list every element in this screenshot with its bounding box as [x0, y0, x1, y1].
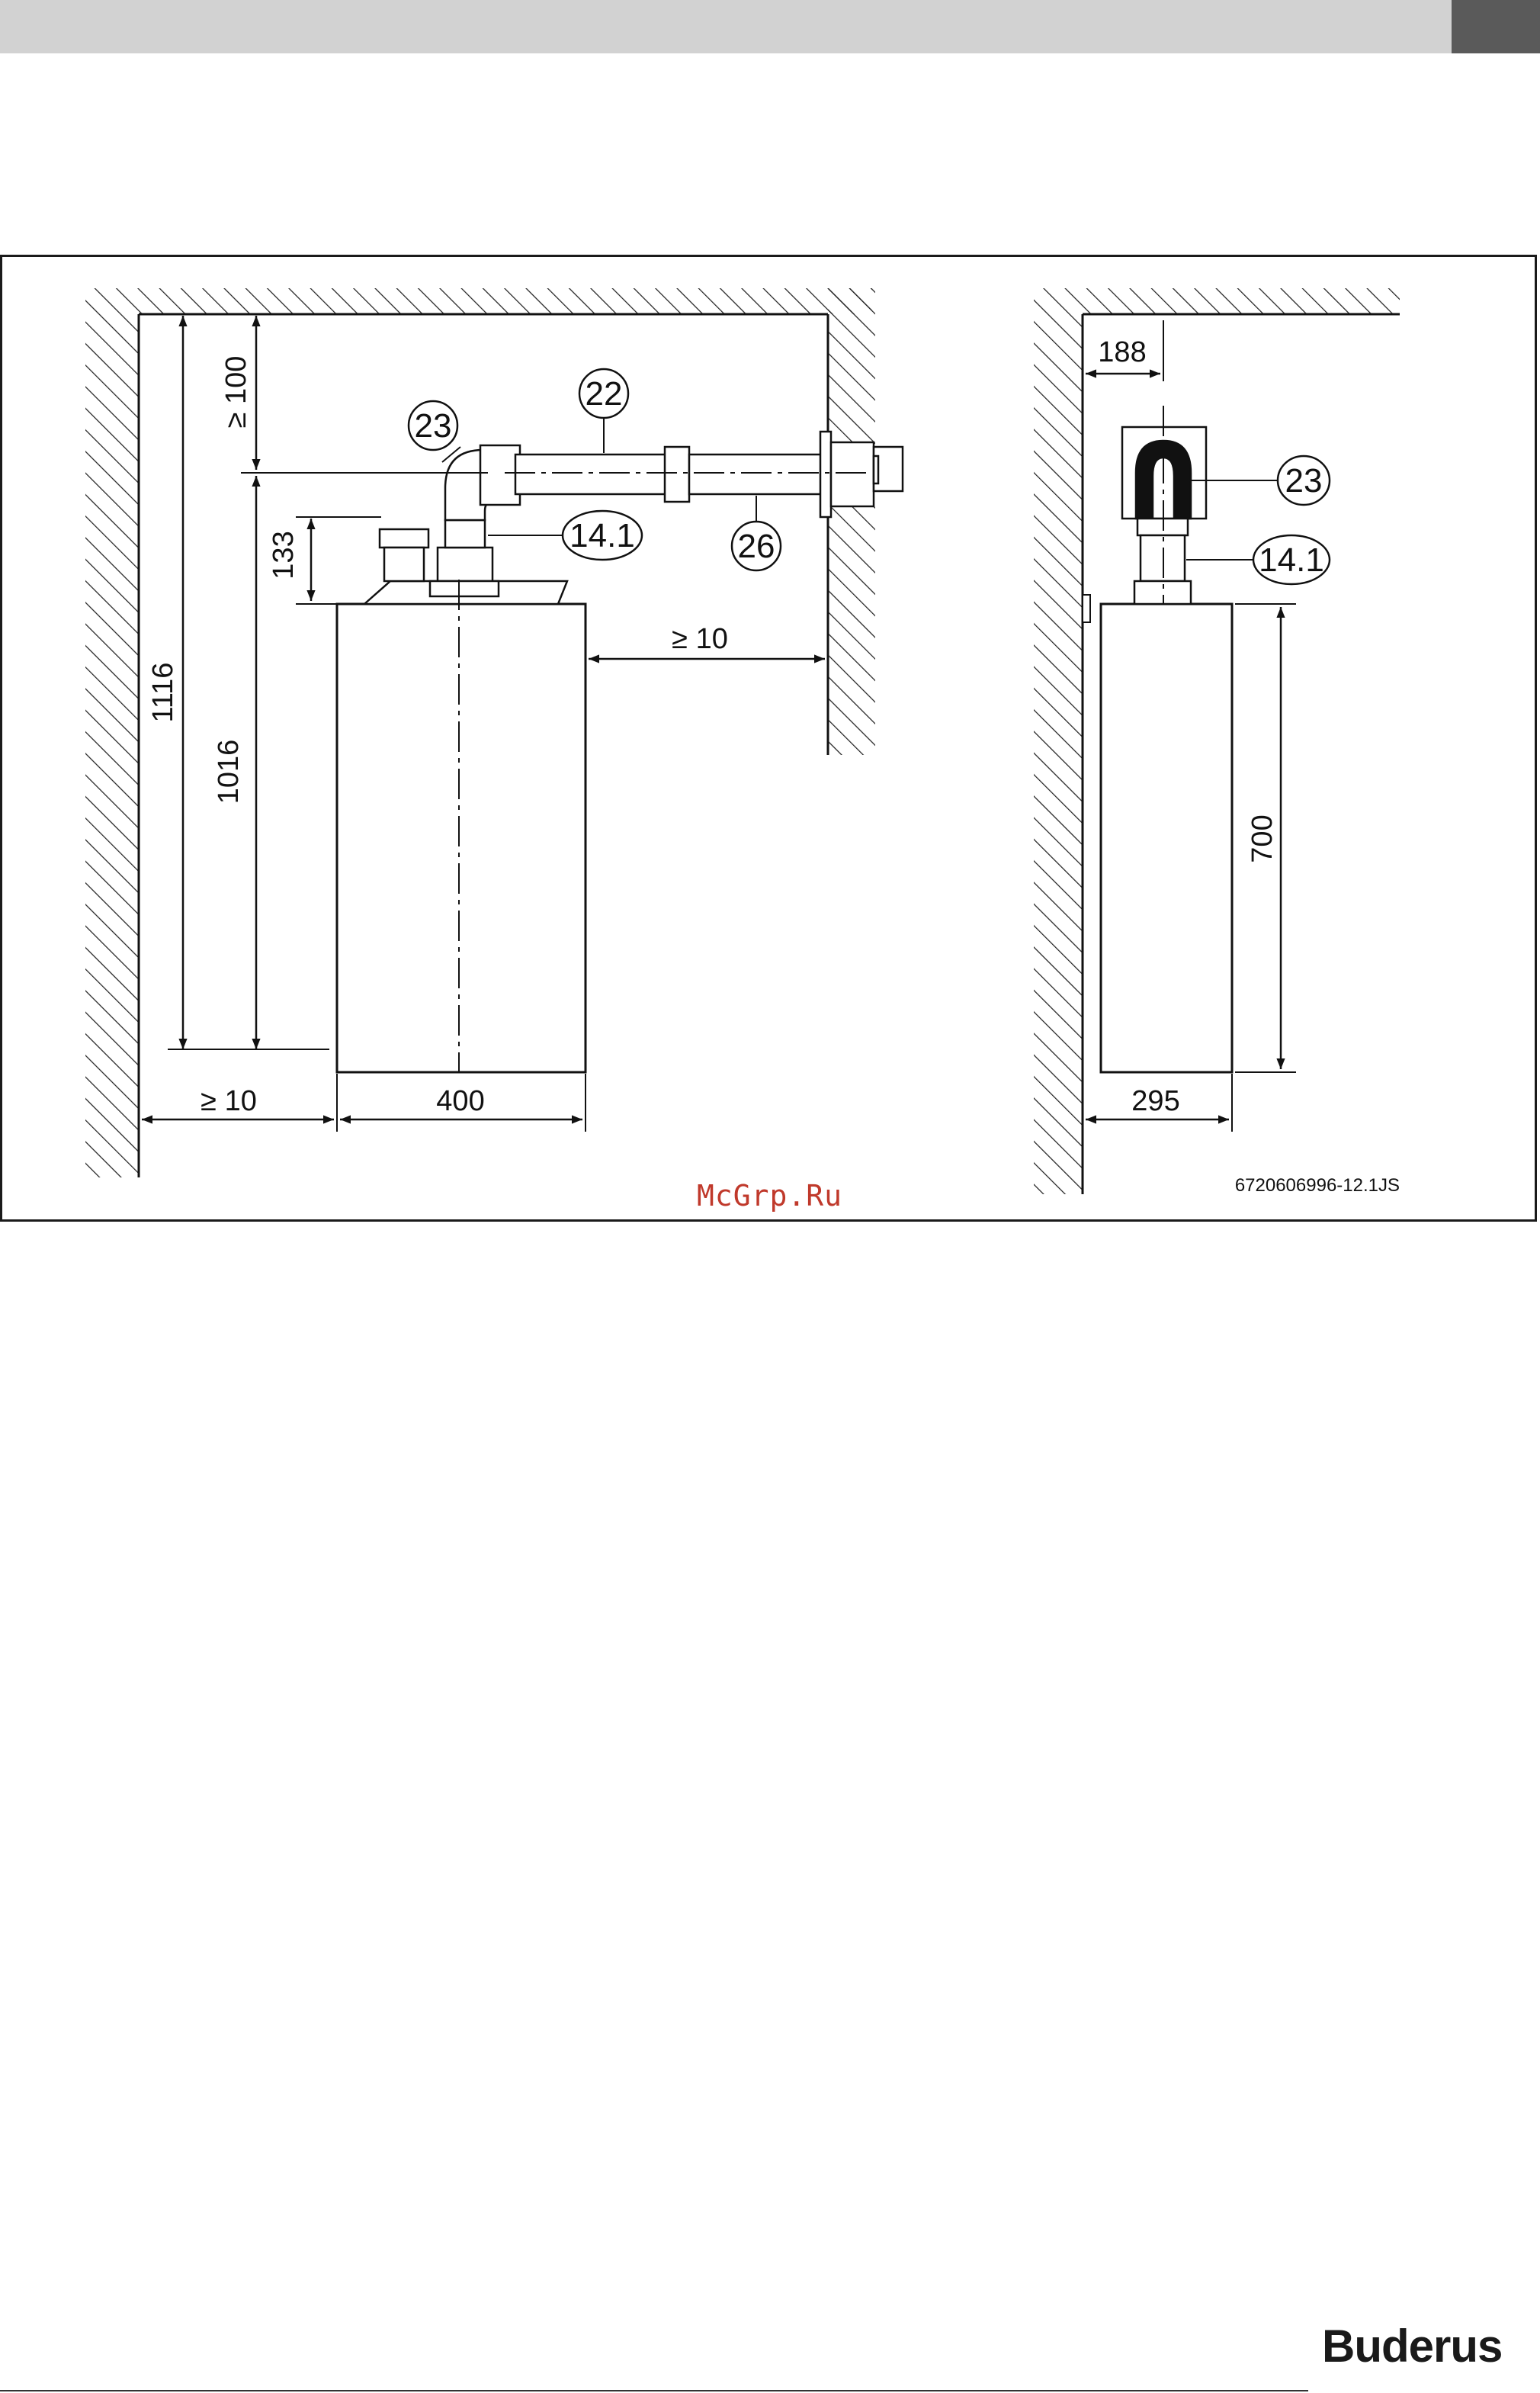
flue-pipe: [445, 432, 903, 520]
boiler-top-connections: [364, 520, 567, 604]
dim-top-clearance: ≥ 100: [220, 356, 252, 429]
callout-14-1-side-label: 14.1: [1259, 541, 1324, 579]
boiler-body: [337, 604, 586, 1072]
callout-22: 22: [579, 369, 628, 453]
left-wall: [85, 314, 139, 1177]
dim-side-depth: 295: [1131, 1085, 1179, 1117]
watermark: McGrp.Ru: [697, 1179, 842, 1213]
dim-side-height: 700: [1246, 814, 1279, 862]
side-bracket: [1083, 595, 1090, 622]
dim-side-clearance-left: ≥ 10: [201, 1085, 257, 1117]
brand-logo: Buderus: [1322, 2320, 1502, 2372]
dim-wall-to-axis: 188: [1098, 336, 1146, 368]
callout-26-label: 26: [738, 528, 775, 565]
side-ceiling-wall: [1034, 288, 1400, 314]
callout-14-1-front-label: 14.1: [569, 517, 635, 554]
side-view: 188 700 295 23 14.1 6720606996-12.1JS: [1034, 288, 1400, 1196]
callout-14-1-front: 14.1: [488, 511, 642, 560]
dim-side-clearance-wall: ≥ 10: [672, 623, 728, 655]
callout-23-side-label: 23: [1285, 462, 1323, 499]
side-back-wall: [1034, 314, 1083, 1194]
callout-23-side: 23: [1189, 456, 1330, 505]
callout-23-front: 23: [409, 401, 460, 462]
dim-connection-height: 133: [268, 531, 300, 579]
right-wall: [828, 288, 875, 755]
callout-14-1-side: 14.1: [1186, 535, 1330, 584]
footer-line: [0, 2390, 1308, 2391]
callout-26: 26: [732, 496, 781, 570]
figure-code: 6720606996-12.1JS: [1235, 1175, 1400, 1196]
dim-total-height: 1116: [147, 663, 179, 723]
ceiling-wall: [85, 288, 872, 314]
dim-width: 400: [436, 1085, 484, 1117]
dim-height-to-pipe: 1016: [213, 740, 245, 805]
front-view: ≥ 100 1116 1016 133 ≥ 10 ≥ 10 400 23 22 …: [85, 288, 903, 1177]
side-boiler-body: [1101, 604, 1232, 1072]
callout-22-label: 22: [586, 375, 623, 413]
callout-23-front-label: 23: [415, 407, 452, 445]
